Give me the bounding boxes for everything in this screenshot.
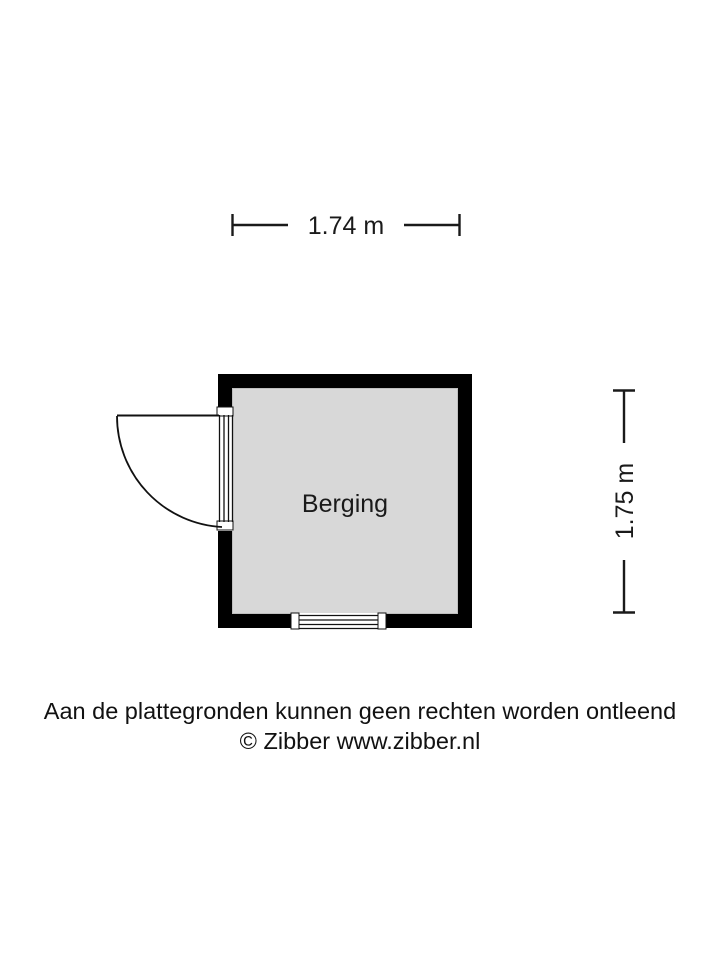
door-assembly [116, 406, 234, 531]
window-assembly [290, 612, 387, 630]
window-stop-right [377, 612, 387, 630]
door-jamb-top [216, 406, 234, 417]
footer-credit: © Zibber www.zibber.nl [240, 728, 481, 754]
door-jamb-bottom [216, 520, 234, 531]
footer-disclaimer: Aan de plattegronden kunnen geen rechten… [44, 698, 676, 724]
width-dimension-group: 1.74 m [231, 212, 461, 240]
room-floor-fill [232, 388, 458, 614]
room-label-berging: Berging [302, 490, 388, 518]
room-berging: Berging [116, 374, 472, 630]
height-dimension-label: 1.75 m [611, 463, 639, 539]
footer-group: Aan de plattegronden kunnen geen rechten… [44, 698, 676, 754]
height-dimension-group: 1.75 m [611, 389, 639, 614]
width-dimension-label: 1.74 m [308, 212, 384, 240]
window-stop-left [290, 612, 300, 630]
door-swing-arc [116, 415, 223, 528]
